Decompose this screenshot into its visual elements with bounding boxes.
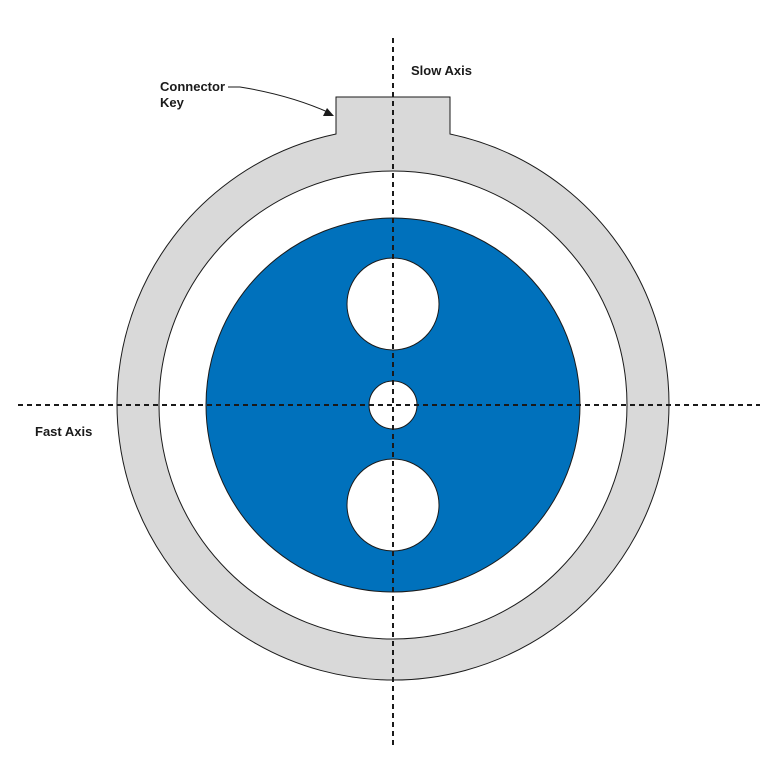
connector-key-label: Connector Key <box>160 79 229 110</box>
connector-key-arrowhead <box>323 108 334 116</box>
connector-key-leader-line <box>228 86 331 114</box>
connector-key-label-line2: Key <box>160 95 185 110</box>
fast-axis-label: Fast Axis <box>35 424 92 439</box>
slow-axis-label: Slow Axis <box>411 63 472 78</box>
connector-key-label-line1: Connector <box>160 79 225 94</box>
